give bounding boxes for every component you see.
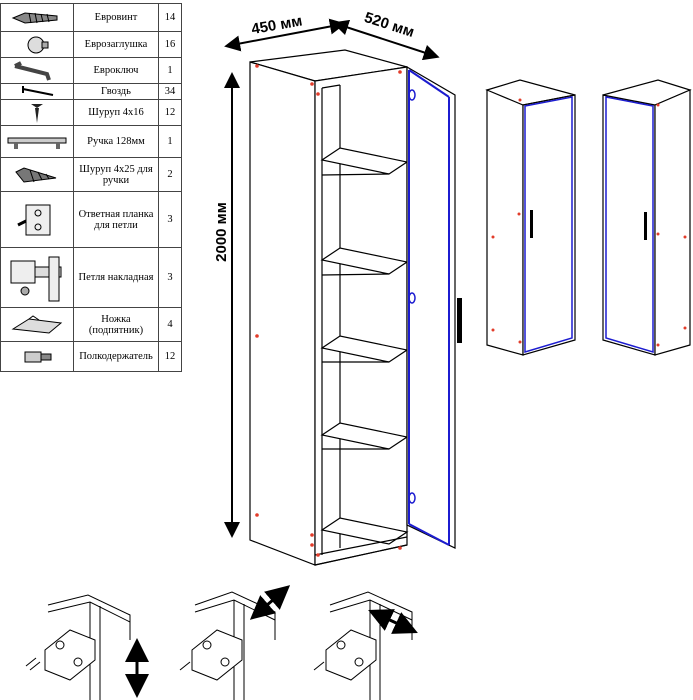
parts-row: Ручка 128мм 1 [0,125,182,158]
part-icon-cell [0,307,74,342]
part-qty: 2 [158,157,182,192]
part-qty: 12 [158,99,182,126]
part-icon-cell [0,341,74,372]
part-qty: 1 [158,57,182,84]
part-icon-cell [0,3,74,32]
part-name: Евровинт [73,3,159,32]
part-qty: 4 [158,307,182,342]
part-icon-cell [0,191,74,248]
parts-row: Гвоздь 34 [0,83,182,100]
hole-markers [255,64,402,557]
door-handle [457,298,462,343]
parts-table: Евровинт 14 Еврозаглушка 16 Евроключ 1 Г… [0,3,182,372]
parts-row: Евроключ 1 [0,57,182,84]
part-name: Евроключ [73,57,159,84]
part-qty: 1 [158,125,182,158]
height-label: 2000 мм [213,202,230,262]
hinge-plate-icon [17,204,51,235]
hinge-adjust-depth [179,585,291,700]
part-icon-cell [0,157,74,192]
parts-row: Ответная планка для петли 3 [0,191,182,248]
part-name: Петля накладная [73,247,159,308]
closed-cabinet-right-door [485,79,576,356]
screw-icon [31,103,43,123]
handle-screw-icon [15,166,57,183]
part-name: Ножка (подпятник) [73,307,159,342]
euro-screw-icon [11,11,58,24]
part-icon-cell [0,247,74,308]
part-qty: 12 [158,341,182,372]
euro-key-icon [14,60,51,81]
depth-label: 520 мм [362,9,416,41]
parts-row: Шуруп 4х16 12 [0,99,182,126]
part-qty: 14 [158,3,182,32]
parts-row: Петля накладная 3 [0,247,182,308]
part-qty: 3 [158,191,182,248]
part-name: Еврозаглушка [73,31,159,58]
hinge-icon [10,256,62,301]
depth-dimension: 520 мм [332,9,440,61]
parts-row: Евровинт 14 [0,3,182,32]
width-label: 450 мм [250,12,304,38]
nail-icon [22,85,54,96]
part-icon-cell [0,125,74,158]
part-icon-cell [0,83,74,100]
part-name: Гвоздь [73,83,159,100]
parts-row: Еврозаглушка 16 [0,31,182,58]
part-name: Шуруп 4х16 [73,99,159,126]
part-icon-cell [0,99,74,126]
parts-row: Полкодержатель 12 [0,341,182,372]
part-name: Шуруп 4х25 для ручки [73,157,159,192]
main-cabinet [249,49,409,566]
part-name: Ответная планка для петли [73,191,159,248]
closed-cabinet-left-door [602,79,692,356]
open-door [406,65,462,549]
euro-cap-icon [27,36,49,53]
part-name: Ручка 128мм [73,125,159,158]
handle-icon [7,137,67,149]
width-dimension: 450 мм [224,12,346,52]
foot-icon [11,314,63,334]
hinge-adjust-horizontal [313,591,418,700]
part-qty: 34 [158,83,182,100]
part-qty: 3 [158,247,182,308]
parts-row: Ножка (подпятник) 4 [0,307,182,342]
parts-row: Шуруп 4х25 для ручки 2 [0,157,182,192]
part-icon-cell [0,31,74,58]
part-qty: 16 [158,31,182,58]
part-icon-cell [0,57,74,84]
part-name: Полкодержатель [73,341,159,372]
height-dimension: 2000 мм [213,72,240,538]
hinge-adjust-vertical [25,594,149,700]
shelf-holder-icon [24,351,52,362]
